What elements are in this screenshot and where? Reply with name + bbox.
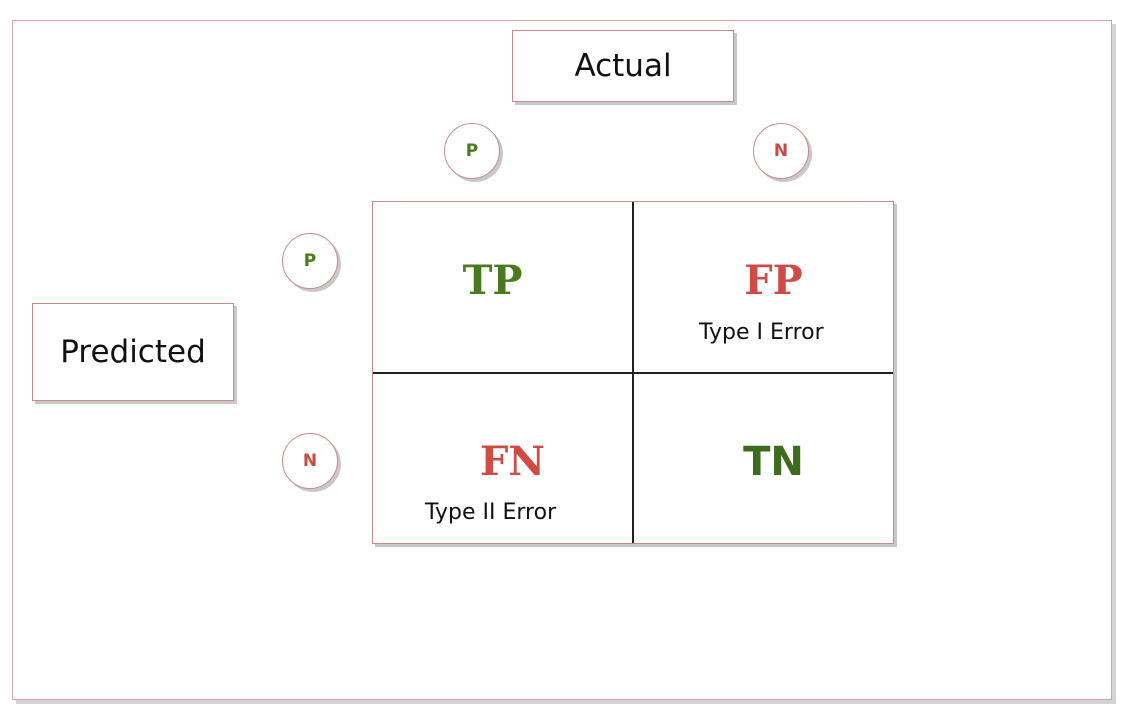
cell-true-negative: TN (634, 374, 893, 544)
predicted-positive-label: P (303, 251, 317, 271)
predicted-negative-label: N (302, 451, 318, 471)
predicted-label-box: Predicted (32, 303, 234, 401)
false-negative-abbr: FN (480, 438, 545, 485)
confusion-matrix: TP FP Type I Error FN Type II Error TN (372, 201, 894, 544)
cell-true-positive: TP (373, 202, 632, 372)
actual-negative-label: N (773, 141, 789, 161)
actual-label: Actual (574, 48, 672, 84)
false-positive-abbr: FP (744, 257, 803, 304)
actual-label-box: Actual (512, 30, 734, 102)
matrix-horizontal-divider (373, 372, 893, 374)
type-one-error-label: Type I Error (699, 320, 824, 345)
type-two-error-label: Type II Error (425, 500, 557, 525)
true-positive-abbr: TP (462, 257, 523, 304)
predicted-positive-circle: P (282, 233, 338, 289)
actual-negative-circle: N (753, 123, 809, 179)
predicted-negative-circle: N (282, 433, 338, 489)
cell-false-positive: FP Type I Error (634, 202, 893, 372)
true-negative-abbr: TN (743, 439, 804, 485)
predicted-label: Predicted (60, 334, 206, 370)
actual-positive-circle: P (444, 123, 500, 179)
cell-false-negative: FN Type II Error (373, 374, 632, 544)
actual-positive-label: P (465, 141, 479, 161)
